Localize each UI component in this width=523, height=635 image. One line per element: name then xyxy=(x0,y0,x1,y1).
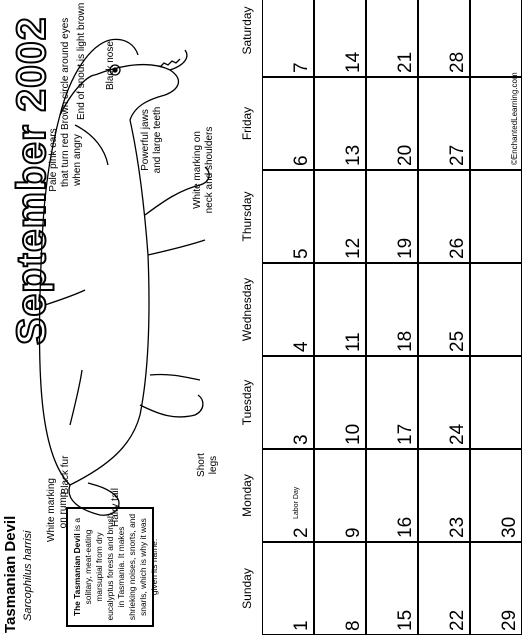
calendar-cell: 8 xyxy=(314,542,366,635)
weekday-saturday: Saturday xyxy=(240,6,254,55)
calendar-cell: 27 xyxy=(418,77,470,170)
calendar-cell: 6 xyxy=(262,77,314,170)
day-number: 25 xyxy=(447,330,468,352)
day-number: 8 xyxy=(343,620,364,631)
calendar-cell: 22 xyxy=(418,542,470,635)
calendar-cell xyxy=(470,263,522,356)
day-number: 26 xyxy=(447,237,468,259)
calendar-cell: 17 xyxy=(366,356,418,449)
day-number: 24 xyxy=(447,423,468,445)
tasmanian-devil-drawing xyxy=(38,38,210,516)
calendar-cell: 3 xyxy=(262,356,314,449)
day-number: 23 xyxy=(447,516,468,538)
holiday-label: Labor Day xyxy=(293,486,300,519)
calendar-cell: 7 xyxy=(262,0,314,77)
day-number: 6 xyxy=(291,155,312,166)
weekday-monday: Monday xyxy=(240,474,254,517)
calendar-cell: 19 xyxy=(366,170,418,263)
calendar-cell: 2 Labor Day xyxy=(262,449,314,542)
day-number: 14 xyxy=(343,51,364,73)
day-number: 18 xyxy=(395,330,416,352)
calendar-cell: 25 xyxy=(418,263,470,356)
day-number: 1 xyxy=(291,620,312,631)
day-number: 22 xyxy=(447,609,468,631)
calendar-cell: 10 xyxy=(314,356,366,449)
label-snout: End of snout is light brown xyxy=(76,2,87,120)
calendar-cell: 12 xyxy=(314,170,366,263)
day-number: 2 xyxy=(291,527,312,538)
calendar-cell: 26 xyxy=(418,170,470,263)
day-number: 4 xyxy=(291,341,312,352)
day-number: 28 xyxy=(447,51,468,73)
day-number: 13 xyxy=(343,144,364,166)
calendar-cell xyxy=(470,356,522,449)
day-number: 27 xyxy=(447,144,468,166)
calendar-cell: 28 xyxy=(418,0,470,77)
day-number: 3 xyxy=(291,434,312,445)
calendar-cell: 24 xyxy=(418,356,470,449)
calendar-cell: 18 xyxy=(366,263,418,356)
day-number: 20 xyxy=(395,144,416,166)
label-ears: Pale pink ears that turn red when angry xyxy=(48,128,83,192)
calendar-cell: 5 xyxy=(262,170,314,263)
calendar-cell: 30 xyxy=(470,449,522,542)
day-number: 16 xyxy=(395,516,416,538)
label-neck: White marking on neck and shoulders xyxy=(192,126,215,214)
credit-text: ©EnchantedLearning.com xyxy=(510,72,519,165)
calendar-cell: 14 xyxy=(314,0,366,77)
calendar-cell xyxy=(470,0,522,77)
day-number: 11 xyxy=(343,332,364,352)
day-number: 12 xyxy=(343,237,364,259)
label-legs: Short legs xyxy=(196,453,219,477)
label-jaws: Powerful jaws and large teeth xyxy=(140,106,163,174)
calendar-cell: 4 xyxy=(262,263,314,356)
calendar-cell: 23 xyxy=(418,449,470,542)
day-number: 7 xyxy=(291,62,312,73)
weekday-sunday: Sunday xyxy=(240,568,254,609)
calendar-cell: 20 xyxy=(366,77,418,170)
day-number: 21 xyxy=(395,51,416,73)
weekday-thursday: Thursday xyxy=(240,191,254,242)
calendar-cell: 15 xyxy=(366,542,418,635)
calendar-cell: 16 xyxy=(366,449,418,542)
day-number: 17 xyxy=(395,423,416,445)
calendar-cell: 21 xyxy=(366,0,418,77)
label-tail: Hairy tail xyxy=(110,488,121,527)
calendar-cell: 9 xyxy=(314,449,366,542)
day-number: 30 xyxy=(499,516,520,538)
calendar-cell: 29 xyxy=(470,542,522,635)
label-eyes: Brown circle around eyes xyxy=(60,17,71,130)
calendar-cell: 11 xyxy=(314,263,366,356)
weekday-wednesday: Wednesday xyxy=(240,277,254,342)
day-number: 10 xyxy=(343,423,364,445)
day-number: 29 xyxy=(499,609,520,631)
calendar-cell: 13 xyxy=(314,77,366,170)
label-rump: White marking on rump xyxy=(46,478,69,542)
weekday-friday: Friday xyxy=(240,106,254,141)
weekday-tuesday: Tuesday xyxy=(240,379,254,426)
day-number: 5 xyxy=(291,248,312,259)
description-bold: The Tasmanian Devil xyxy=(72,533,82,617)
day-number: 9 xyxy=(343,527,364,538)
label-nose: Black nose xyxy=(105,41,116,90)
calendar-cell: 1 xyxy=(262,542,314,635)
calendar-cell xyxy=(470,170,522,263)
day-number: 19 xyxy=(395,237,416,259)
day-number: 15 xyxy=(395,609,416,631)
